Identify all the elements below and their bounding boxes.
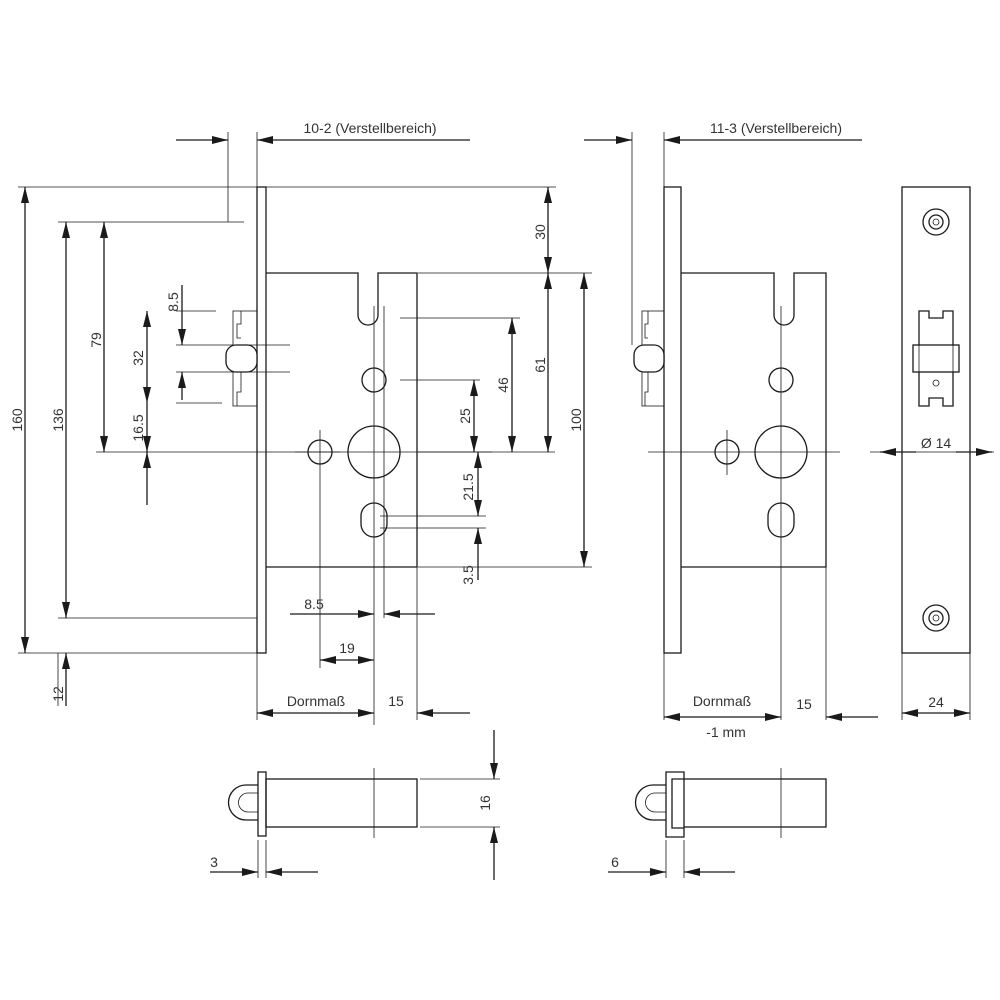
left-top-body (265, 778, 418, 828)
left-lock-body (266, 272, 418, 568)
label-8-5-bottom: 8.5 (304, 596, 324, 612)
label-61: 61 (532, 357, 548, 373)
label-3-5: 3.5 (460, 565, 476, 585)
left-extension-lines (18, 132, 592, 720)
label-range-right: 11-3 (Verstellbereich) (710, 120, 842, 136)
right-top-view: 6 (608, 768, 827, 878)
label-79: 79 (88, 332, 104, 348)
label-minus-1mm: -1 mm (706, 724, 746, 740)
label-100: 100 (568, 408, 584, 432)
label-8-5-top: 8.5 (165, 292, 181, 312)
faceplate-latch-opening (912, 310, 960, 407)
label-16: 16 (477, 795, 493, 811)
label-160: 160 (9, 408, 25, 432)
faceplate-screw-bottom (922, 604, 950, 632)
label-30: 30 (532, 224, 548, 240)
faceplate-screw-top (922, 208, 950, 236)
left-dimensions: 10-2 (Verstellbereich) 160 136 79 8.5 32… (9, 120, 588, 717)
left-top-view: 16 3 (210, 730, 500, 880)
label-24: 24 (928, 694, 944, 710)
label-15-left: 15 (388, 693, 404, 709)
label-3: 3 (210, 854, 218, 870)
faceplate-front-view: Ø 14 24 (870, 186, 994, 720)
left-faceplate (256, 186, 267, 654)
label-25: 25 (457, 408, 473, 424)
label-dia-14: Ø 14 (921, 435, 952, 451)
label-16-5: 16.5 (130, 414, 146, 441)
right-top-body (683, 778, 827, 828)
right-latch-bolt (633, 310, 665, 407)
label-range-left: 10-2 (Verstellbereich) (303, 120, 436, 136)
right-dimensions: 11-3 (Verstellbereich) Dornmaß -1 mm 15 (584, 120, 878, 740)
right-faceplate (663, 186, 682, 654)
right-lock-view (631, 132, 840, 720)
label-15-right: 15 (796, 696, 812, 712)
left-top-faceplate (257, 771, 267, 837)
label-32: 32 (130, 350, 146, 366)
label-136: 136 (50, 408, 66, 432)
left-top-latch (227, 784, 258, 821)
left-latch-bolt (225, 310, 258, 407)
label-dornmass-left: Dornmaß (287, 693, 345, 709)
faceplate-front (901, 186, 971, 654)
right-top-latch (634, 784, 666, 821)
right-top-faceplate (665, 771, 685, 838)
right-lock-body (681, 272, 827, 568)
left-lock-view (225, 186, 520, 725)
label-19: 19 (339, 640, 355, 656)
label-12: 12 (50, 686, 66, 702)
label-dornmass-right: Dornmaß (693, 693, 751, 709)
label-46: 46 (495, 377, 511, 393)
label-21-5: 21.5 (460, 473, 476, 500)
label-6: 6 (611, 854, 619, 870)
